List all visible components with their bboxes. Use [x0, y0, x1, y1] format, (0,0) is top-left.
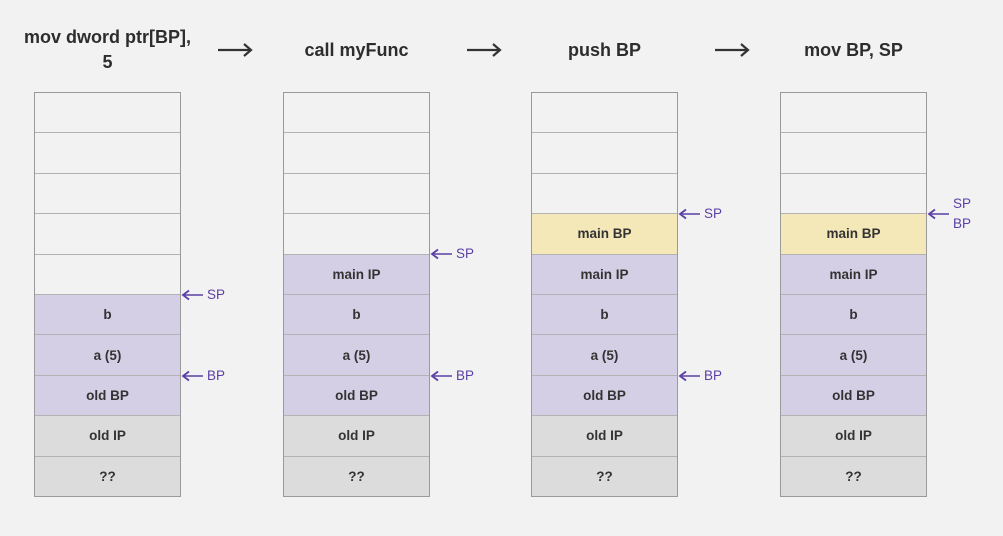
stack-slot: a (5) [781, 335, 926, 376]
stack-slot: main IP [284, 254, 429, 296]
stack-slot: a (5) [532, 335, 677, 376]
stack-slot: old BP [284, 375, 429, 417]
register-label: BP [704, 367, 723, 383]
stack-slot-empty [532, 133, 677, 174]
stack-slot-empty [284, 173, 429, 215]
stack-slot: ?? [35, 456, 180, 497]
stack-slot: ?? [781, 456, 926, 497]
stack-slot-empty [35, 133, 180, 174]
register-pointer: SP [430, 244, 474, 264]
stack-slot: b [284, 295, 429, 336]
stack-slot: main BP [532, 214, 677, 255]
stack-slot: old IP [284, 416, 429, 457]
step-title: call myFunc [304, 40, 409, 60]
stack-slot-empty [781, 133, 926, 174]
stack-slot: old IP [35, 416, 180, 457]
stack-slot: old IP [781, 416, 926, 457]
step-title: push BP [567, 40, 641, 60]
stack-slot-empty [35, 214, 180, 255]
stack-slot-empty [284, 93, 429, 134]
stack-slot: b [532, 295, 677, 336]
stack-slot: ?? [284, 456, 429, 497]
stack-slot-empty [781, 173, 926, 215]
register-pointer: BP [181, 366, 225, 386]
register-pointer: SP [181, 285, 225, 305]
stack-slot: old BP [532, 375, 677, 417]
stack-slot-empty [284, 214, 429, 255]
register-label: SP [704, 205, 723, 221]
stack-slot: a (5) [284, 335, 429, 376]
step-title: mov dword ptr[BP], 5 [24, 27, 191, 72]
stack-slot: a (5) [35, 335, 180, 376]
stack-slot: old BP [781, 375, 926, 417]
register-label: BP [953, 215, 972, 231]
stack-slot: main IP [532, 254, 677, 296]
pointer-arrow-icon [430, 370, 452, 381]
stack-slot: old BP [35, 375, 180, 417]
stack-slot: main IP [781, 254, 926, 296]
register-pointer: BP [430, 366, 474, 386]
stack-slot-empty [532, 173, 677, 215]
stack-slot-empty [35, 254, 180, 296]
stack-slot: old IP [532, 416, 677, 457]
stack-slot-empty [781, 93, 926, 134]
step-title: mov BP, SP [804, 40, 903, 60]
stack-slot-empty [35, 173, 180, 215]
register-label: BP [456, 367, 475, 383]
stack-slot-empty [532, 93, 677, 134]
pointer-arrow-icon [430, 248, 452, 260]
stack-slot: b [781, 295, 926, 336]
flow-arrow-icon [714, 42, 750, 58]
stack-slot-empty [284, 133, 429, 174]
register-label: BP [207, 367, 226, 383]
register-pointer: BP [678, 366, 722, 386]
pointer-arrow-icon [678, 208, 700, 219]
stack-slot: b [35, 295, 180, 336]
stack-slot-empty [35, 93, 180, 134]
register-pointer: SP BP [927, 196, 971, 231]
pointer-arrow-icon [181, 370, 203, 381]
register-label: SP [207, 286, 226, 302]
stack-slot: main BP [781, 214, 926, 255]
pointer-arrow-icon [181, 289, 203, 300]
flow-arrow-icon [466, 42, 502, 58]
flow-arrow-icon [217, 42, 253, 58]
pointer-arrow-icon [678, 370, 700, 381]
register-label: SP [953, 195, 972, 211]
stack-slot: ?? [532, 456, 677, 497]
register-label: SP [456, 246, 475, 261]
register-pointer: SP [678, 204, 722, 224]
pointer-arrow-icon [927, 208, 949, 219]
